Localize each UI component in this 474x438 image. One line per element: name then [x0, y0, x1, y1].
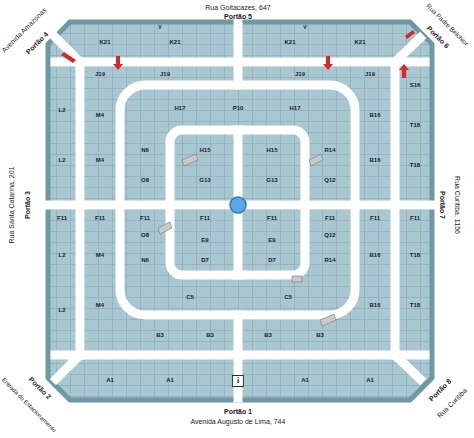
- aisle-label: K21: [99, 39, 110, 45]
- central-fountain: [230, 197, 246, 213]
- aisle-label: P10: [233, 105, 244, 111]
- aisle-label: L2: [58, 107, 65, 113]
- escalators: [158, 154, 336, 326]
- aisle-label: A1: [166, 377, 174, 383]
- aisle-label: B16: [369, 252, 380, 258]
- aisle-label: B3: [316, 332, 324, 338]
- gate-name: Portão 3: [24, 191, 31, 219]
- aisle-label: B3: [206, 332, 214, 338]
- aisle-label: G13: [199, 177, 210, 183]
- aisle-label: F11: [325, 215, 335, 221]
- aisle-label: Q12: [324, 232, 335, 238]
- aisle-label: Q12: [324, 177, 335, 183]
- aisle-label: H15: [266, 147, 277, 153]
- aisle-label: T18: [410, 302, 420, 308]
- aisle-label: M4: [96, 157, 104, 163]
- stair-arrows: [61, 30, 415, 78]
- aisle-mark: V: [158, 25, 161, 30]
- aisle-label: D7: [268, 257, 276, 263]
- aisle-label: F11: [267, 215, 277, 221]
- aisle-label: N6: [141, 147, 149, 153]
- aisle-label: K21: [169, 39, 180, 45]
- gate-name: Portão 1: [224, 408, 252, 415]
- aisle-label: C5: [284, 294, 292, 300]
- aisle-label: H15: [199, 147, 210, 153]
- corridors: [48, 20, 432, 398]
- aisle-label: L2: [58, 157, 65, 163]
- aisle-label: E9: [201, 237, 208, 243]
- aisle-label: B3: [156, 332, 164, 338]
- aisle-label: M4: [96, 252, 104, 258]
- aisle-label: L2: [58, 252, 65, 258]
- aisle-label: M4: [96, 302, 104, 308]
- aisle-label: B16: [369, 157, 380, 163]
- aisle-label: F11: [95, 215, 105, 221]
- aisle-label: N6: [141, 257, 149, 263]
- aisle-label: F11: [200, 215, 210, 221]
- aisle-label: H17: [174, 105, 185, 111]
- aisle-label: C5: [186, 294, 194, 300]
- aisle-label: J19: [295, 71, 305, 77]
- gate-name: Portão 4: [25, 31, 50, 56]
- aisle-mark: V: [303, 25, 306, 30]
- aisle-label: B16: [369, 302, 380, 308]
- aisle-label: R14: [324, 147, 335, 153]
- aisle-label: A1: [366, 377, 374, 383]
- aisle-label: R14: [324, 257, 335, 263]
- aisle-label: T18: [410, 162, 420, 168]
- gate-name: Portão 2: [28, 376, 53, 401]
- aisle-label: L2: [58, 307, 65, 313]
- aisle-label: A1: [106, 377, 114, 383]
- street-name: Rua Santa Catarina, 201: [8, 166, 15, 243]
- aisle-label: T18: [410, 122, 420, 128]
- aisle-label: J19: [160, 71, 170, 77]
- aisle-label: F11: [370, 215, 380, 221]
- gate-name: Portão 7: [439, 191, 446, 219]
- aisle-label: B16: [369, 112, 380, 118]
- aisle-label: O8: [141, 232, 149, 238]
- aisle-label: F11: [140, 215, 150, 221]
- aisle-label: E9: [268, 237, 275, 243]
- info-sign: i: [232, 375, 244, 387]
- street-name: Rua Goitacazes, 647: [205, 4, 270, 11]
- aisle-label: H17: [289, 105, 300, 111]
- aisle-label: G13: [266, 177, 277, 183]
- aisle-label: O8: [141, 177, 149, 183]
- street-name: Entrada do Estacionamento: [1, 377, 58, 434]
- aisle-label: A1: [301, 377, 309, 383]
- aisle-label: K21: [354, 39, 365, 45]
- aisle-label: S16: [410, 82, 421, 88]
- aisle-label: M4: [96, 112, 104, 118]
- aisle-label: J19: [365, 71, 375, 77]
- aisle-label: K21: [284, 39, 295, 45]
- gate-name: Portão 8: [428, 378, 453, 403]
- aisle-label: F11: [57, 215, 67, 221]
- aisle-label: T18: [410, 252, 420, 258]
- aisle-label: D7: [201, 257, 209, 263]
- street-name: Avenida Amazonas: [0, 6, 47, 53]
- street-name: Rua Curitiba, 1156: [454, 176, 461, 234]
- street-name: Avenida Augusto de Lima, 744: [191, 418, 286, 425]
- aisle-label: J19: [95, 71, 105, 77]
- gate-name: Portão 5: [224, 13, 252, 20]
- aisle-label: B3: [264, 332, 272, 338]
- aisle-label: F11: [410, 215, 420, 221]
